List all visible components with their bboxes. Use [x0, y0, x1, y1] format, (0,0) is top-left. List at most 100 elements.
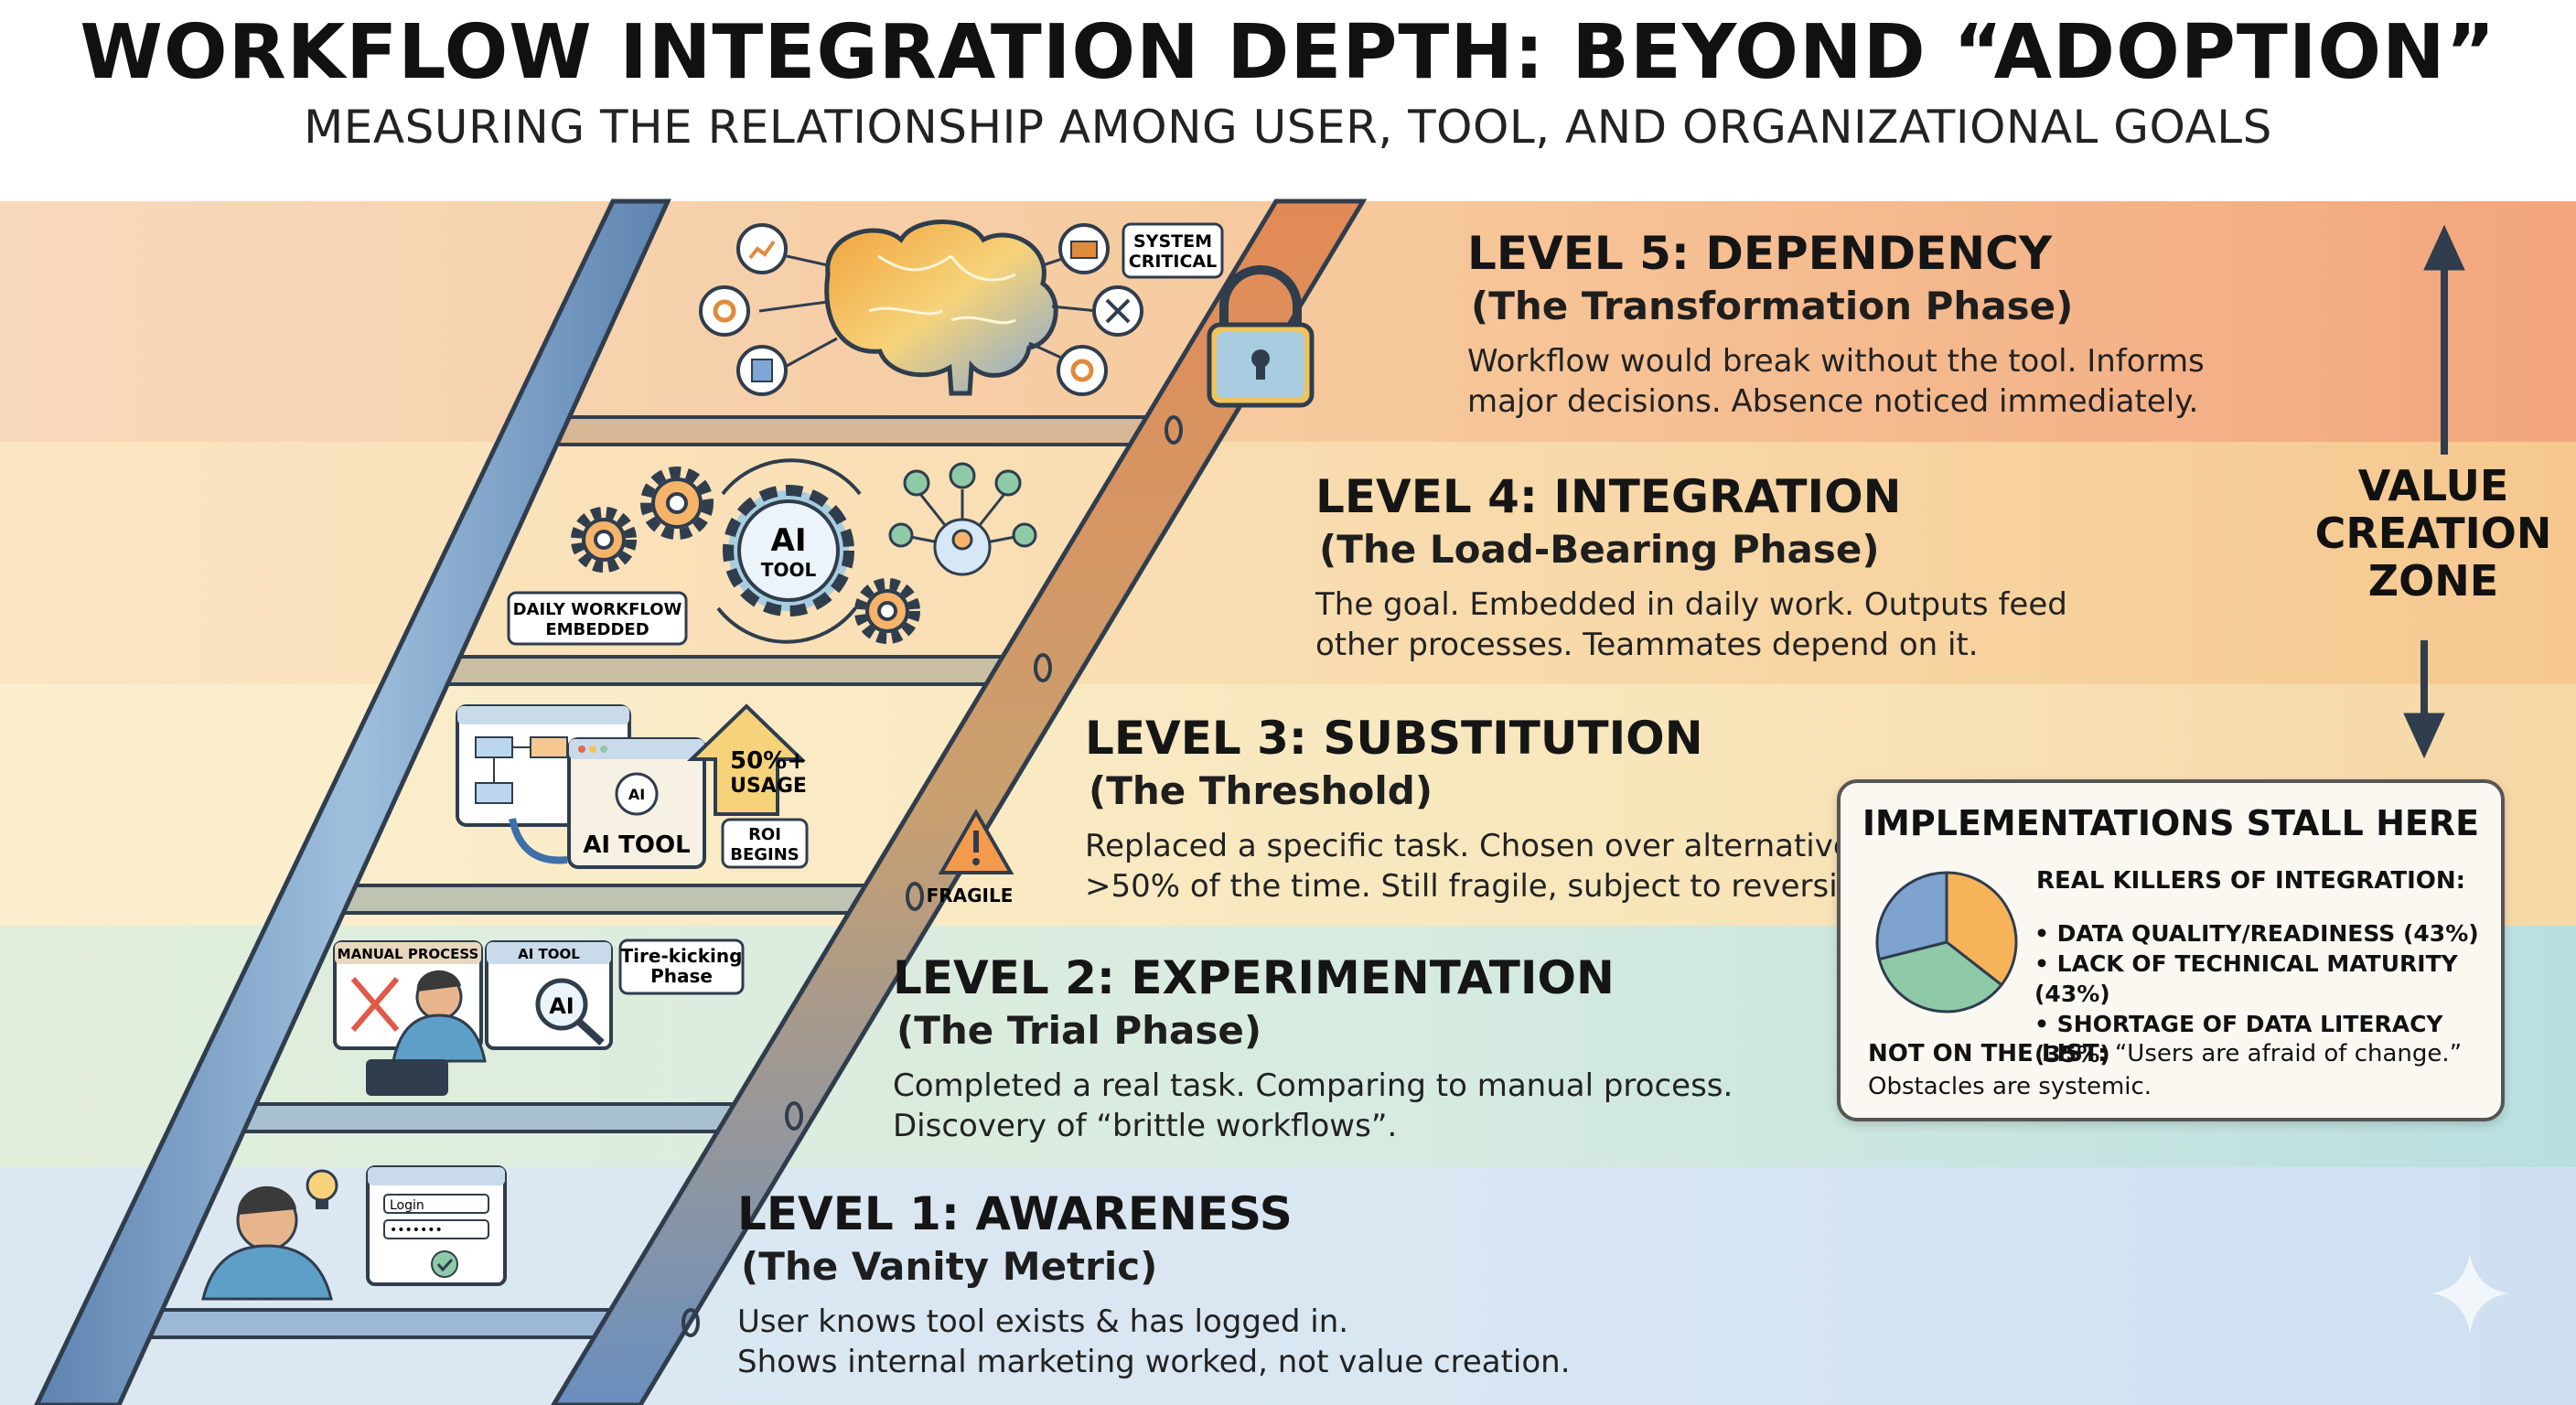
roi-label-1: ROI: [748, 825, 781, 844]
level-1-phase: (The Vanity Metric): [741, 1244, 1158, 1289]
brain-icon: [824, 220, 1058, 396]
killer-item-2: • LACK OF TECHNICAL MATURITY (43%): [2034, 950, 2458, 1007]
level-2-phase: (The Trial Phase): [896, 1008, 1262, 1053]
system-critical-tag: SYSTEM CRITICAL: [1122, 222, 1224, 279]
tire-kicking-label-1: Tire-kicking: [621, 945, 743, 967]
not-on-list-note: NOT ON THE LIST: “Users are afraid of ch…: [1868, 1037, 2490, 1103]
ai-tool-tab-label: AI TOOL: [518, 946, 580, 962]
document-circle-icon: [736, 345, 788, 396]
stall-callout-box: IMPLEMENTATIONS STALL HERE REAL KILLERS …: [1837, 779, 2505, 1121]
level-5-phase: (The Transformation Phase): [1471, 284, 2074, 328]
level-2-line-2: Discovery of “brittle workflows”.: [893, 1108, 1398, 1144]
level-4-line-1: The goal. Embedded in daily work. Output…: [1315, 586, 2067, 623]
ai-tool-gear-label-2: TOOL: [761, 559, 817, 581]
ai-tool-window-icon: AI AI TOOL: [567, 737, 706, 869]
killers-pie-chart: [1875, 871, 2018, 1014]
not-on-list-label: NOT ON THE LIST:: [1868, 1040, 2108, 1067]
rung-3: [307, 884, 896, 915]
daily-workflow-label-1: DAILY WORKFLOW: [513, 600, 682, 619]
level-5-heading: LEVEL 5: DEPENDENCY: [1467, 227, 2053, 280]
killer-item-3: • SHORTAGE OF DATA LITERACY (35%): [2034, 1011, 2443, 1067]
stall-title: IMPLEMENTATIONS STALL HERE: [1862, 803, 2480, 843]
level-1-heading: LEVEL 1: AWARENESS: [737, 1187, 1293, 1240]
curved-arrow-icon: [509, 818, 568, 864]
killers-heading: REAL KILLERS OF INTEGRATION:: [2036, 867, 2466, 895]
padlock-icon: [1207, 265, 1315, 408]
level-4-phase: (The Load-Bearing Phase): [1319, 527, 1880, 572]
killer-item-1: • DATA QUALITY/READINESS (43%): [2034, 920, 2479, 947]
pie-slice-3: [1875, 871, 1948, 961]
value-zone-arrows: [2403, 224, 2465, 759]
level-3-block: LEVEL 3: SUBSTITUTION (The Threshold) Re…: [1085, 712, 1886, 906]
usage-arrow: 50%+ USAGE: [687, 703, 807, 816]
level-3-phase: (The Threshold): [1089, 768, 1433, 813]
magnifier-icon: AI: [535, 978, 605, 1046]
rung-4: [424, 655, 1023, 686]
level-3-line-1: Replaced a specific task. Chosen over al…: [1085, 828, 1852, 864]
value-zone-line-3: ZONE: [2367, 556, 2499, 606]
daily-workflow-label-2: EMBEDDED: [545, 620, 649, 639]
killers-list: • DATA QUALITY/READINESS (43%) • LACK OF…: [2034, 918, 2501, 1069]
chart-circle-icon: [736, 223, 788, 274]
system-critical-label-1: SYSTEM: [1133, 231, 1212, 252]
not-on-list-quote: “Users are afraid of change.”: [2114, 1040, 2463, 1067]
gears-icon: [571, 467, 920, 644]
level-2-heading: LEVEL 2: EXPERIMENTATION: [893, 951, 1615, 1004]
usage-label-2: USAGE: [730, 775, 807, 798]
level-5-block: LEVEL 5: DEPENDENCY (The Transformation …: [1467, 227, 2205, 422]
level-1-description: User knows tool exists & has logged in. …: [737, 1302, 1571, 1382]
login-window-icon: Login •••••••: [366, 1165, 507, 1286]
level-4-heading: LEVEL 4: INTEGRATION: [1315, 470, 1902, 523]
page-title: WORKFLOW INTEGRATION DEPTH: BEYOND “ADOP…: [80, 9, 2496, 96]
page-subtitle: MEASURING THE RELATIONSHIP AMONG USER, T…: [304, 101, 2272, 154]
pie-slice-2: [1877, 940, 2004, 1014]
level-5-description: Workflow would break without the tool. I…: [1467, 341, 2205, 422]
user-at-desk-icon: [366, 970, 487, 1096]
header: WORKFLOW INTEGRATION DEPTH: BEYOND “ADOP…: [0, 0, 2576, 201]
lightbulb-icon: [306, 1169, 338, 1209]
roi-label-2: BEGINS: [730, 845, 800, 864]
roi-tag: ROI BEGINS: [721, 818, 809, 869]
system-critical-label-2: CRITICAL: [1129, 252, 1217, 272]
warning-icon: FRAGILE: [927, 808, 1014, 906]
usage-label-1: 50%+: [730, 747, 807, 775]
level-2-description: Completed a real task. Comparing to manu…: [893, 1066, 1733, 1146]
ai-tool-gear-icon: AI TOOL: [716, 458, 862, 644]
level-2-block: LEVEL 2: EXPERIMENTATION (The Trial Phas…: [893, 951, 1733, 1146]
ai-tool-window-label: AI TOOL: [583, 831, 690, 859]
level-1-block: LEVEL 1: AWARENESS (The Vanity Metric) U…: [737, 1187, 1571, 1382]
daily-workflow-tag: DAILY WORKFLOW EMBEDDED: [507, 591, 688, 646]
level-5-line-1: Workflow would break without the tool. I…: [1467, 343, 2205, 380]
level-1-line-1: User knows tool exists & has logged in.: [737, 1303, 1349, 1340]
fragile-label: FRAGILE: [927, 885, 1014, 906]
level-3-description: Replaced a specific task. Chosen over al…: [1085, 826, 1886, 906]
sparkle-icon: [2431, 1253, 2508, 1334]
settings-circle-icon: [1057, 345, 1108, 396]
user-avatar-icon: [201, 1185, 333, 1301]
rail-bolts: [682, 415, 1183, 1337]
tire-kicking-tag: Tire-kicking Phase: [618, 938, 745, 995]
level-3-line-2: >50% of the time. Still fragile, subject…: [1085, 868, 1886, 905]
ladder-left-rail: [34, 198, 671, 1405]
magnifier-ai-label: AI: [549, 993, 574, 1019]
rung-2: [196, 1102, 776, 1133]
ladder-right-rail: [551, 198, 1368, 1405]
level-4-block: LEVEL 4: INTEGRATION (The Load-Bearing P…: [1315, 470, 2067, 665]
login-label: Login: [390, 1198, 424, 1213]
team-network-icon: [888, 462, 1037, 576]
tools-circle-icon: [1092, 285, 1143, 337]
level-4-line-2: other processes. Teammates depend on it.: [1315, 627, 1979, 663]
value-zone-line-2: CREATION: [2314, 509, 2552, 558]
tire-kicking-label-2: Phase: [650, 965, 713, 987]
obstacles-text: Obstacles are systemic.: [1868, 1073, 2152, 1100]
level-1-line-2: Shows internal marketing worked, not val…: [737, 1344, 1571, 1380]
ai-tool-gear-label-1: AI: [771, 522, 807, 559]
level-5-line-2: major decisions. Absence noticed immedia…: [1467, 383, 2199, 420]
rung-1: [97, 1308, 668, 1339]
value-creation-zone-label: VALUE CREATION ZONE: [2296, 462, 2571, 605]
rung-5: [547, 415, 1173, 446]
ai-small-label: AI: [628, 786, 645, 803]
level-4-description: The goal. Embedded in daily work. Output…: [1315, 585, 2067, 665]
briefcase-circle-icon: [1058, 223, 1110, 274]
